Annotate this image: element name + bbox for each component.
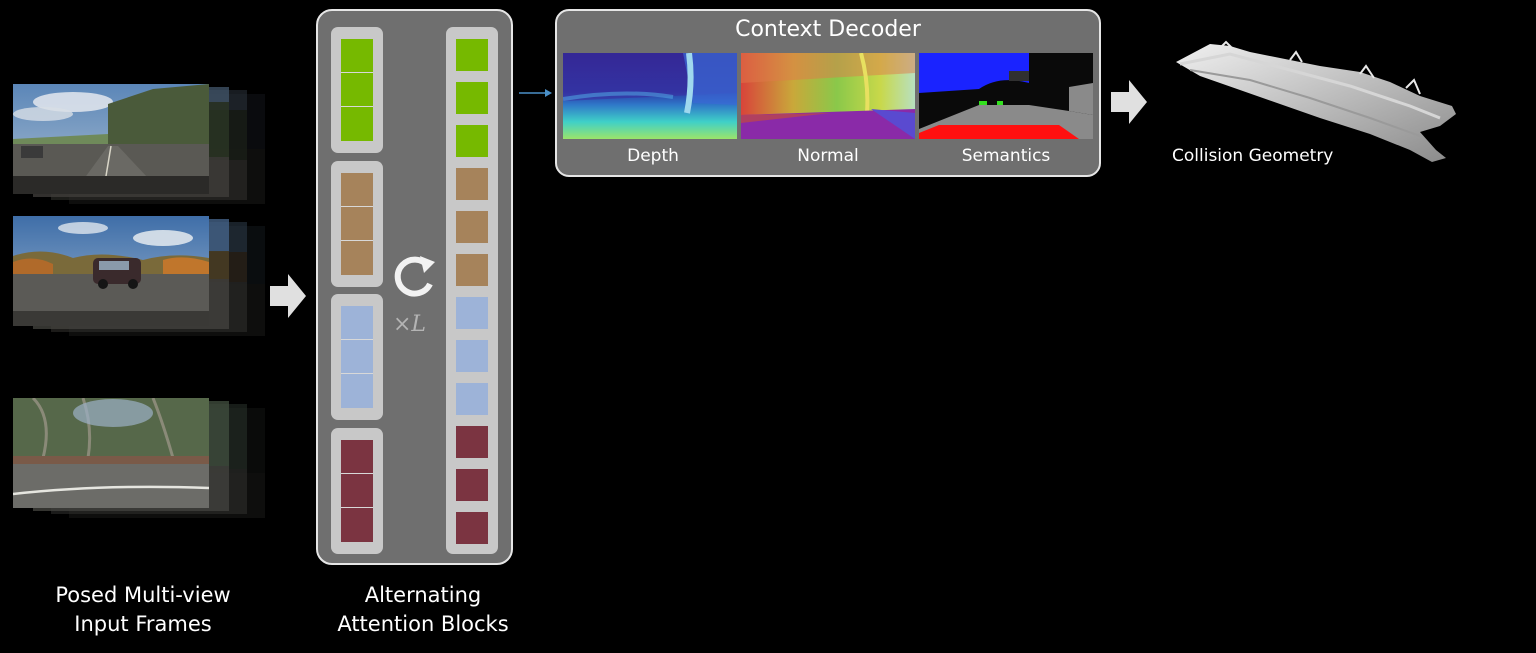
frame-attention-group-blue	[331, 294, 383, 420]
caption-line-1: Alternating	[313, 581, 533, 610]
frame-stack-2	[13, 216, 265, 340]
frame-front-highway	[13, 84, 209, 194]
frame-front-woods	[13, 398, 209, 508]
token-cell	[341, 39, 373, 73]
token-cell	[456, 340, 488, 372]
semantics-label: Semantics	[919, 146, 1093, 166]
token-cell	[456, 39, 488, 71]
flow-arrow-icon	[270, 274, 306, 318]
decoder-title: Context Decoder	[555, 17, 1101, 42]
token-cell	[341, 73, 373, 107]
normal-label: Normal	[741, 146, 915, 166]
frame-attention-group-green	[331, 27, 383, 153]
frame-stack-1	[13, 84, 265, 208]
token-cell	[456, 82, 488, 114]
token-cell	[341, 173, 373, 207]
frame-attention-group-maroon	[331, 428, 383, 554]
token-cell	[341, 306, 373, 340]
frame-attention-group-brown	[331, 161, 383, 287]
frame-front-suv	[13, 216, 209, 326]
token-cell	[341, 374, 373, 408]
token-cell	[341, 340, 373, 374]
token-cell	[341, 107, 373, 141]
token-cell	[456, 383, 488, 415]
connector-arrow-icon	[519, 88, 553, 98]
token-cell	[456, 426, 488, 458]
loop-count-label: ×L	[393, 312, 426, 337]
token-cell	[456, 469, 488, 501]
frame-stack-3	[13, 398, 265, 522]
token-cell	[341, 440, 373, 474]
attention-caption: Alternating Attention Blocks	[313, 581, 533, 639]
depth-map-image	[563, 53, 737, 139]
token-cell	[341, 241, 373, 275]
token-cell	[341, 508, 373, 542]
token-cell	[456, 254, 488, 286]
caption-line-1: Posed Multi-view	[33, 581, 253, 610]
caption-line-2: Attention Blocks	[313, 610, 533, 639]
token-cell	[456, 168, 488, 200]
token-cell	[341, 474, 373, 508]
depth-label: Depth	[566, 146, 740, 166]
semantics-map-image	[919, 53, 1093, 139]
token-cell	[456, 512, 488, 544]
token-cell	[456, 125, 488, 157]
flow-arrow-icon	[1111, 80, 1147, 124]
token-cell	[341, 207, 373, 241]
normal-map-image	[741, 53, 915, 139]
token-cell	[456, 297, 488, 329]
input-frames-caption: Posed Multi-view Input Frames	[33, 581, 253, 639]
caption-line-2: Input Frames	[33, 610, 253, 639]
token-cell	[456, 211, 488, 243]
global-attention-column	[446, 27, 498, 554]
cycle-arrow-icon	[390, 252, 438, 300]
collision-geometry-label: Collision Geometry	[1172, 146, 1333, 166]
